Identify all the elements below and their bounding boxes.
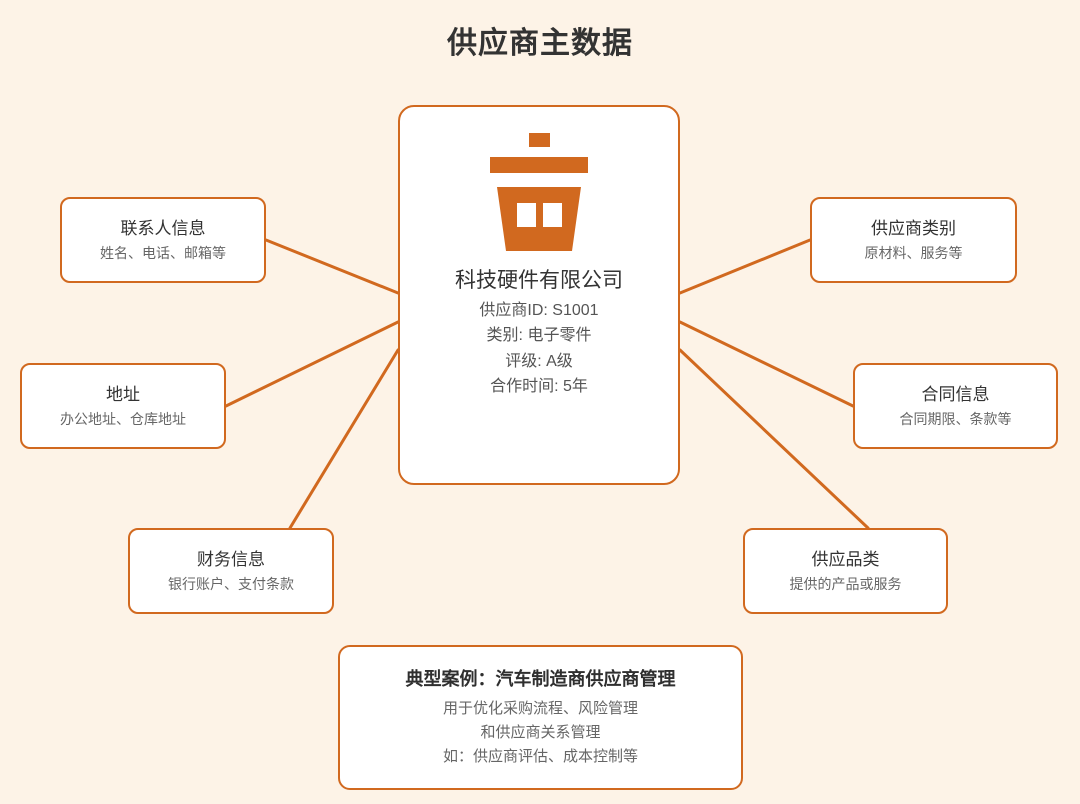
case-study-title: 典型案例：汽车制造商供应商管理: [405, 668, 676, 689]
center-detail-category: 类别: 电子零件: [486, 327, 592, 345]
case-study-line-2: 和供应商关系管理: [480, 723, 601, 741]
node-address[interactable]: 地址 办公地址、仓库地址: [20, 363, 226, 449]
node-address-title: 地址: [106, 384, 140, 404]
center-detail-supplier-id: 供应商ID: S1001: [479, 301, 599, 319]
connector-finance: [288, 348, 400, 530]
node-contact-info[interactable]: 联系人信息 姓名、电话、邮箱等: [60, 197, 266, 283]
page-title: 供应商主数据: [447, 27, 633, 60]
node-supplied-products-title: 供应品类: [811, 549, 880, 569]
center-company-name: 科技硬件有限公司: [455, 269, 623, 292]
node-supplied-products[interactable]: 供应品类 提供的产品或服务: [743, 528, 948, 614]
node-contract-info-subtitle: 合同期限、条款等: [899, 410, 1012, 427]
connector-contract: [678, 320, 855, 408]
connector-category: [678, 238, 812, 295]
node-supplier-category[interactable]: 供应商类别 原材料、服务等: [810, 197, 1017, 283]
center-detail-duration: 合作时间: 5年: [490, 378, 588, 396]
connector-address: [224, 320, 400, 408]
node-address-subtitle: 办公地址、仓库地址: [60, 410, 186, 427]
connector-products: [678, 348, 870, 530]
node-supplied-products-subtitle: 提供的产品或服务: [789, 575, 902, 592]
node-finance-info[interactable]: 财务信息 银行账户、支付条款: [128, 528, 334, 614]
case-study-line-1: 用于优化采购流程、风险管理: [442, 699, 638, 717]
node-contact-info-subtitle: 姓名、电话、邮箱等: [100, 244, 226, 261]
node-supplier-category-title: 供应商类别: [871, 218, 956, 238]
center-node-supplier[interactable]: 科技硬件有限公司 供应商ID: S1001 类别: 电子零件 评级: A级 合作…: [398, 105, 680, 485]
factory-warehouse-icon: [490, 133, 588, 251]
case-study-box[interactable]: 典型案例：汽车制造商供应商管理 用于优化采购流程、风险管理 和供应商关系管理 如…: [338, 645, 743, 790]
node-finance-info-subtitle: 银行账户、支付条款: [168, 575, 294, 592]
node-contract-info-title: 合同信息: [921, 384, 990, 404]
node-contact-info-title: 联系人信息: [120, 218, 206, 238]
connector-contact: [264, 238, 400, 295]
node-contract-info[interactable]: 合同信息 合同期限、条款等: [853, 363, 1058, 449]
node-finance-info-title: 财务信息: [197, 549, 265, 569]
center-detail-rating: 评级: A级: [505, 352, 573, 370]
case-study-line-3: 如：供应商评估、成本控制等: [442, 748, 638, 766]
node-supplier-category-subtitle: 原材料、服务等: [864, 244, 963, 261]
